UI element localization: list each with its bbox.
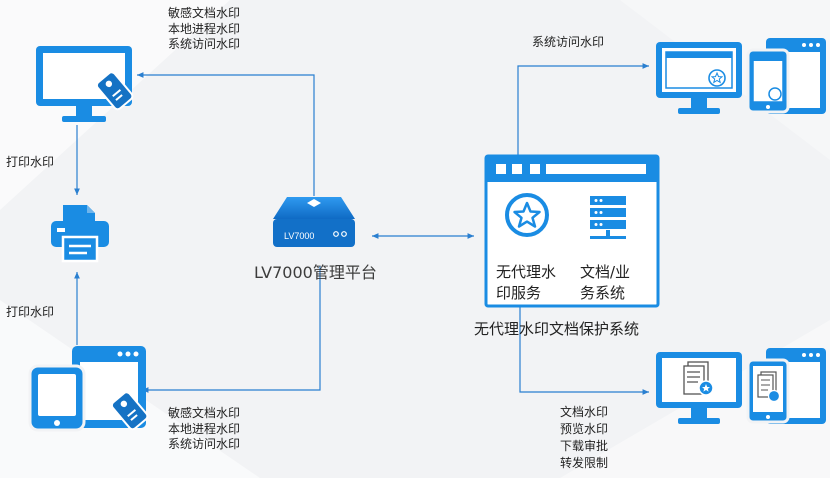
tablet-with-tag-icon <box>28 346 149 432</box>
lv7000-device-icon <box>273 197 355 247</box>
label-line: 转发限制 <box>560 456 609 470</box>
label-line: 下载审批 <box>560 439 609 453</box>
system-right-text: 文档/业 务系统 <box>580 263 631 302</box>
server-stack-icon <box>590 196 626 239</box>
star-badge-icon <box>505 193 549 237</box>
tablet-document-icon <box>746 348 826 424</box>
monitor-with-tag-icon <box>36 46 134 122</box>
print-label-upper: 打印水印 <box>6 155 55 169</box>
label-line: 敏感文档水印 <box>168 6 241 20</box>
label-line: 本地进程水印 <box>168 21 241 36</box>
label-line: 系统访问水印 <box>168 37 241 51</box>
bottom-right-labels: 文档水印 预览水印 下载审批 转发限制 <box>560 404 608 472</box>
device-model-text: LV7000 <box>284 231 315 241</box>
label-line: 系统访问水印 <box>168 437 241 451</box>
platform-name: LV7000管理平台 <box>254 263 377 282</box>
top-right-label: 系统访问水印 <box>532 35 605 49</box>
system-name: 无代理水印文档保护系统 <box>474 320 640 338</box>
tablet-browser-icon <box>746 38 826 114</box>
label-line: 预览水印 <box>560 422 609 436</box>
printer-icon <box>51 205 109 263</box>
system-window-icon <box>484 154 660 308</box>
label-line: 文档水印 <box>560 405 609 419</box>
monitor-browser-icon <box>656 42 742 114</box>
bottom-left-labels: 敏感文档水印 本地进程水印 系统访问水印 <box>168 406 240 453</box>
label-line: 敏感文档水印 <box>168 406 241 420</box>
print-label-lower: 打印水印 <box>6 305 55 319</box>
top-left-labels: 敏感文档水印 本地进程水印 系统访问水印 <box>168 6 240 53</box>
monitor-document-icon <box>656 352 742 424</box>
system-left-text: 无代理水 印服务 <box>496 263 557 302</box>
label-line: 本地进程水印 <box>168 421 241 436</box>
